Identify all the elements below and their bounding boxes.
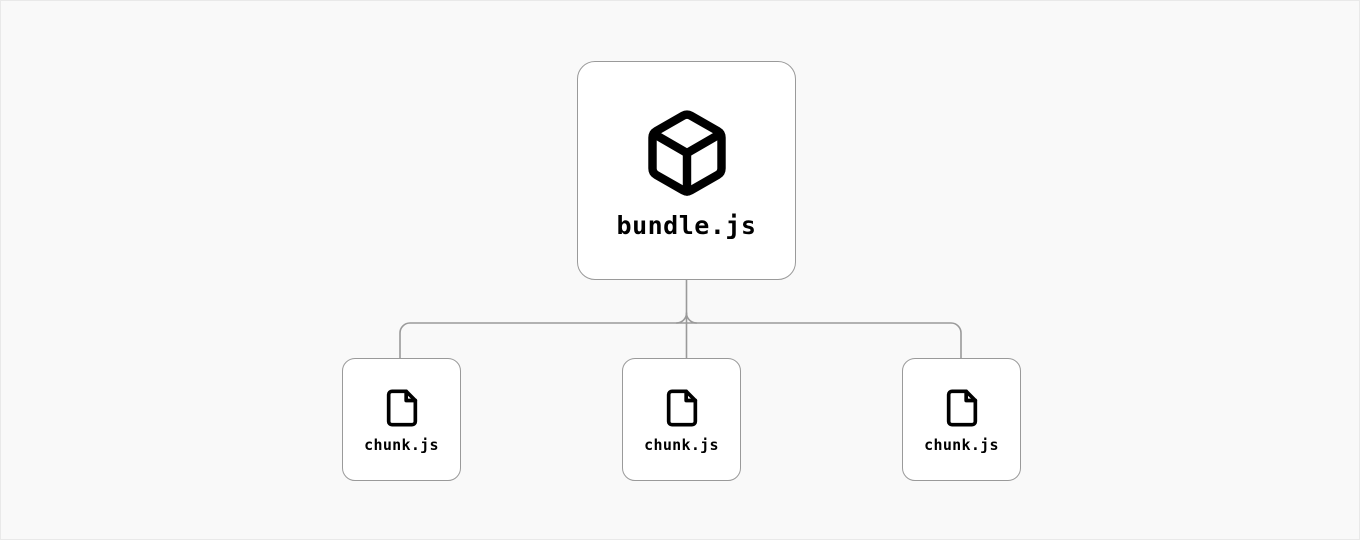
node-chunk-2[interactable]: chunk.js — [902, 358, 1021, 481]
node-bundle-label: bundle.js — [616, 211, 757, 240]
file-icon — [942, 388, 982, 428]
node-chunk-1[interactable]: chunk.js — [622, 358, 741, 481]
cube-icon — [641, 107, 733, 199]
edge-bundle-to-chunk-2 — [685, 322, 962, 359]
node-chunk-0-label: chunk.js — [364, 436, 439, 454]
edge-junction-left-fillet — [675, 312, 688, 324]
edge-junction-right-fillet — [685, 312, 698, 324]
file-icon — [662, 388, 702, 428]
node-chunk-1-label: chunk.js — [644, 436, 719, 454]
node-chunk-0[interactable]: chunk.js — [342, 358, 461, 481]
node-bundle[interactable]: bundle.js — [577, 61, 796, 280]
file-icon — [382, 388, 422, 428]
edge-bundle-to-chunk-0 — [399, 322, 688, 359]
node-chunk-2-label: chunk.js — [924, 436, 999, 454]
